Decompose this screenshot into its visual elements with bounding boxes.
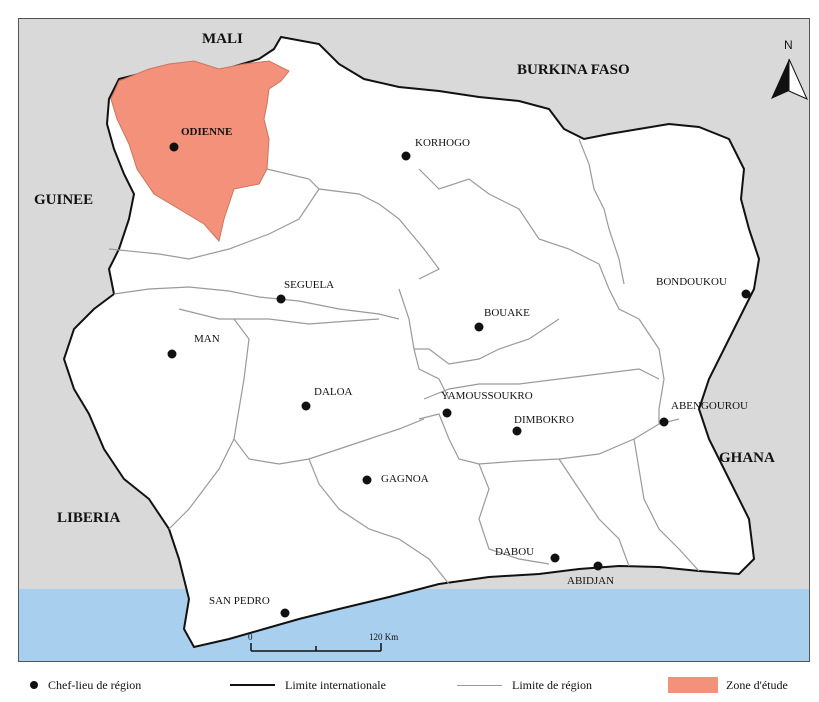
city-dot: [301, 401, 311, 411]
city-seguela: SEGUELA: [276, 279, 334, 304]
legend-study-zone-label: Zone d'étude: [726, 677, 788, 692]
international-line-icon: [230, 684, 275, 686]
city-yamoussoukro: YAMOUSSOUKRO: [441, 390, 533, 418]
legend-region: Limite de région: [457, 676, 592, 694]
city-abengourou: ABENGOUROU: [659, 400, 748, 427]
scale-end: 120 Km: [369, 632, 398, 642]
legend-international-label: Limite internationale: [285, 677, 386, 692]
city-label: KORHOGO: [415, 137, 470, 149]
city-dot: [659, 417, 669, 427]
map-legend: Chef-lieu de région Limite international…: [0, 668, 819, 702]
city-dot: [276, 294, 286, 304]
city-dot: [512, 426, 522, 436]
city-dot: [169, 142, 179, 152]
city-label: ODIENNE: [181, 126, 232, 138]
city-label: ABENGOUROU: [671, 400, 748, 412]
city-dot: [550, 553, 560, 563]
city-dot: [593, 561, 603, 571]
city-korhogo: KORHOGO: [401, 137, 470, 161]
city-dimbokro: DIMBOKRO: [512, 414, 574, 436]
city-label: YAMOUSSOUKRO: [441, 390, 533, 402]
city-label: BONDOUKOU: [656, 276, 727, 288]
study-zone-swatch-icon: [668, 677, 718, 693]
city-dabou: DABOU: [495, 546, 560, 563]
label-mali: MALI: [202, 31, 243, 47]
city-dot: [167, 349, 177, 359]
city-label: BOUAKE: [484, 307, 530, 319]
map-frame: MALI BURKINA FASO GUINEE LIBERIA GHANA N…: [18, 18, 810, 662]
city-abidjan: ABIDJAN: [567, 561, 614, 587]
city-dot: [401, 151, 411, 161]
scale-bar: 0 120 Km: [248, 632, 398, 652]
scale-start: 0: [248, 632, 253, 642]
city-daloa: DALOA: [301, 386, 353, 411]
city-san-pedro: SAN PEDRO: [209, 595, 290, 618]
city-dot: [741, 289, 751, 299]
city-label: DABOU: [495, 546, 534, 558]
label-burkina-faso: BURKINA FASO: [517, 62, 630, 78]
ocean: [19, 589, 809, 661]
north-label: N: [784, 38, 793, 52]
capital-dot-icon: [30, 681, 38, 689]
city-man: MAN: [167, 333, 220, 359]
study-zone-odienne: [110, 60, 290, 243]
city-dot: [474, 322, 484, 332]
city-dot: [442, 408, 452, 418]
legend-international: Limite internationale: [230, 676, 386, 694]
legend-region-label: Limite de région: [512, 677, 592, 692]
legend-study-zone: Zone d'étude: [668, 676, 788, 694]
city-bondoukou: BONDOUKOU: [656, 276, 751, 299]
city-gagnoa: GAGNOA: [362, 473, 429, 485]
city-label: DALOA: [314, 386, 353, 398]
city-label: MAN: [194, 333, 220, 345]
map-canvas: MALI BURKINA FASO GUINEE LIBERIA GHANA N…: [19, 31, 809, 661]
city-label: DIMBOKRO: [514, 414, 574, 426]
legend-capital-label: Chef-lieu de région: [48, 677, 142, 692]
legend-capital: Chef-lieu de région: [30, 676, 141, 694]
north-arrow-icon: [771, 58, 808, 100]
city-bouake: BOUAKE: [474, 307, 530, 332]
label-liberia: LIBERIA: [57, 510, 121, 526]
city-label: SAN PEDRO: [209, 595, 270, 607]
region-line-icon: [457, 684, 502, 686]
city-odienne: ODIENNE: [169, 126, 232, 152]
city-dot: [362, 475, 372, 485]
city-label: ABIDJAN: [567, 575, 614, 587]
region-boundaries: [108, 138, 700, 585]
city-label: SEGUELA: [284, 279, 334, 291]
city-label: GAGNOA: [381, 473, 429, 485]
label-guinee: GUINEE: [34, 192, 93, 208]
label-ghana: GHANA: [719, 450, 775, 466]
city-dot: [280, 608, 290, 618]
cote-divoire-land: [62, 35, 761, 649]
